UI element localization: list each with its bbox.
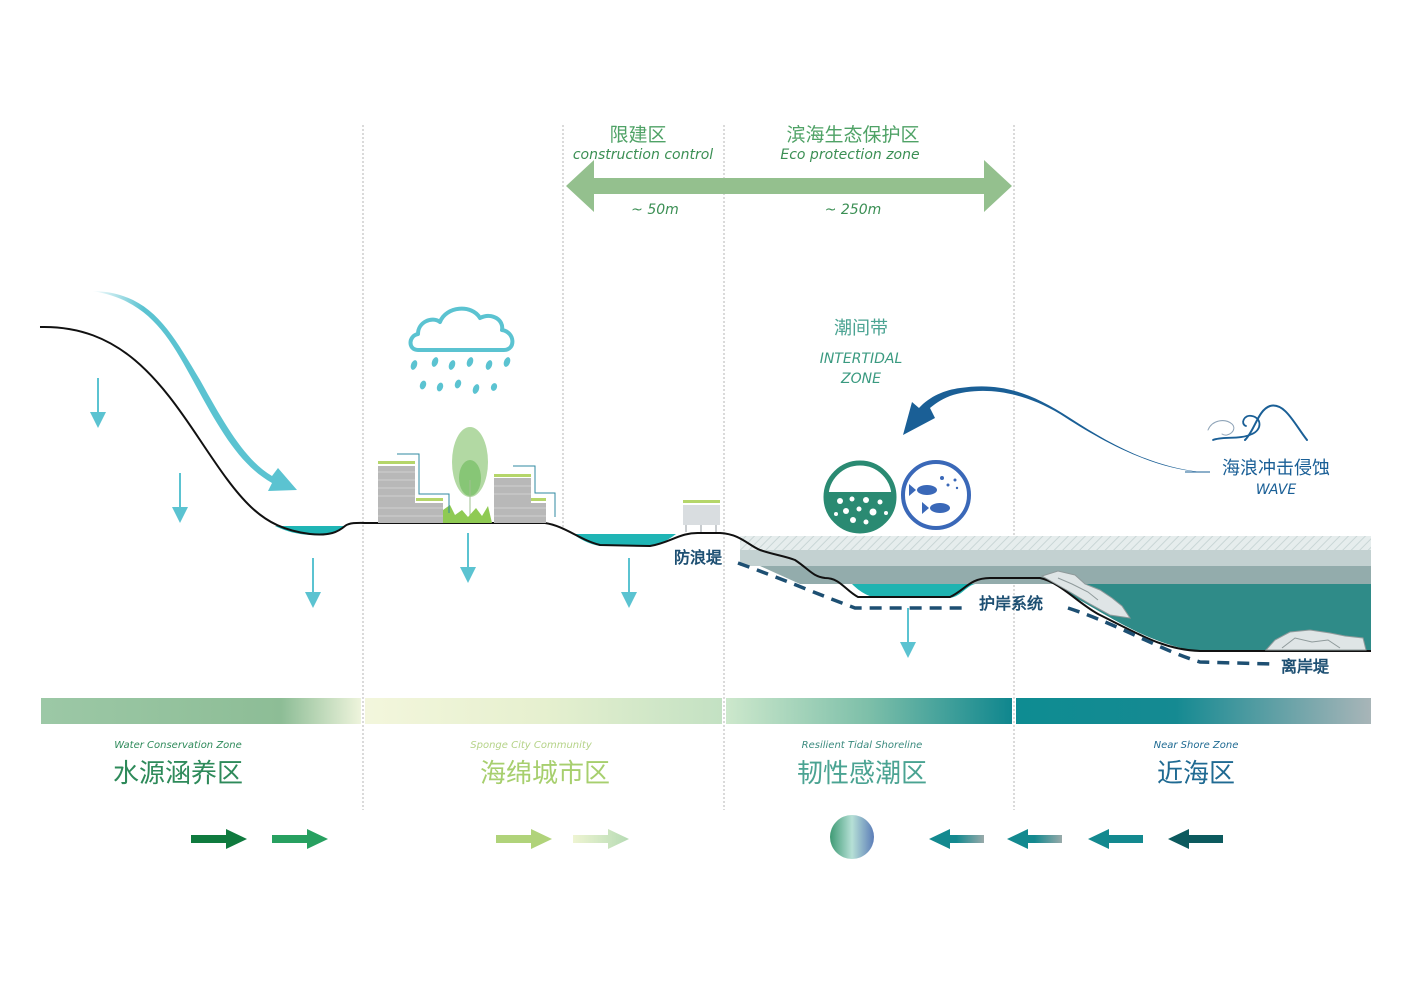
- zone-en-4: Near Shore Zone: [1154, 740, 1239, 751]
- intertidal-zh: 潮间带: [834, 318, 888, 339]
- flow-arrow-right-1: [191, 829, 247, 849]
- transition-sphere-icon: [830, 815, 874, 859]
- zone-bar-sponge-city: [365, 698, 722, 724]
- flow-arrow-right-4: [573, 829, 629, 849]
- flow-arrow-left-3: [1088, 829, 1143, 849]
- flow-legend: [191, 815, 1223, 859]
- flow-arrow-left-4: [1168, 829, 1223, 849]
- sponge-city-buildings: [378, 427, 556, 523]
- zone-dividers: [362, 125, 1015, 810]
- rock-pile-lower: [1264, 629, 1367, 651]
- zone-en-1: Water Conservation Zone: [114, 740, 242, 751]
- flow-arrow-left-2: [1007, 829, 1062, 849]
- construction-control-zh: 限建区: [609, 124, 666, 146]
- eco-protection-en: Eco protection zone: [780, 147, 919, 163]
- zone-zh-4: 近海区: [1157, 759, 1235, 789]
- offshore-breakwater-label: 离岸堤: [1281, 657, 1330, 676]
- revetment-label: 护岸系统: [979, 594, 1043, 613]
- runoff-arrow: [92, 291, 297, 491]
- offshore-dashed-line: [1067, 606, 1273, 666]
- breakwater-structure-icon: [683, 500, 720, 532]
- zone-zh-3: 韧性感潮区: [797, 759, 927, 789]
- intertidal-en-2: ZONE: [840, 371, 881, 387]
- zone-bar-resilient-tidal: [726, 698, 1012, 724]
- construction-control-en: construction control: [573, 147, 713, 163]
- intertidal-en-1: INTERTIDAL: [820, 351, 903, 367]
- zone-zh-2: 海绵城市区: [480, 759, 610, 789]
- pond-left: [275, 526, 345, 536]
- range-double-arrow: [566, 160, 1012, 212]
- wave-zh: 海浪冲击侵蚀: [1222, 458, 1330, 479]
- flow-arrow-left-1: [929, 829, 984, 849]
- zone-bars: [41, 698, 1371, 724]
- rain-cloud-icon: [408, 306, 515, 394]
- breakwater-label: 防浪堤: [674, 548, 723, 567]
- shellfish-basket-icon: [823, 460, 897, 534]
- distance-50m: ~ 50m: [631, 202, 679, 218]
- wave-icon: [1207, 404, 1308, 441]
- wave-en: WAVE: [1256, 482, 1297, 498]
- zone-zh-1: 水源涵养区: [113, 759, 243, 789]
- ground-profile-line: [39, 325, 1371, 652]
- rock-pile-upper: [1040, 570, 1132, 619]
- sea-body: [740, 536, 1371, 650]
- flow-arrow-right-2: [272, 829, 328, 849]
- zone-bar-water-conservation: [41, 698, 361, 724]
- zone-en-2: Sponge City Community: [470, 740, 593, 751]
- zone-bar-near-shore: [1016, 698, 1371, 724]
- flow-arrow-right-3: [496, 829, 552, 849]
- distance-250m: ~ 250m: [825, 202, 882, 218]
- eco-protection-zh: 滨海生态保护区: [786, 124, 919, 146]
- wave-impact-arrow: [903, 386, 1200, 472]
- pond-mid: [573, 534, 676, 546]
- infiltration-arrows: [90, 378, 916, 658]
- revetment-dashed-line: [737, 561, 968, 610]
- fish-habitat-icon: [901, 460, 971, 530]
- zone-en-3: Resilient Tidal Shoreline: [802, 740, 923, 751]
